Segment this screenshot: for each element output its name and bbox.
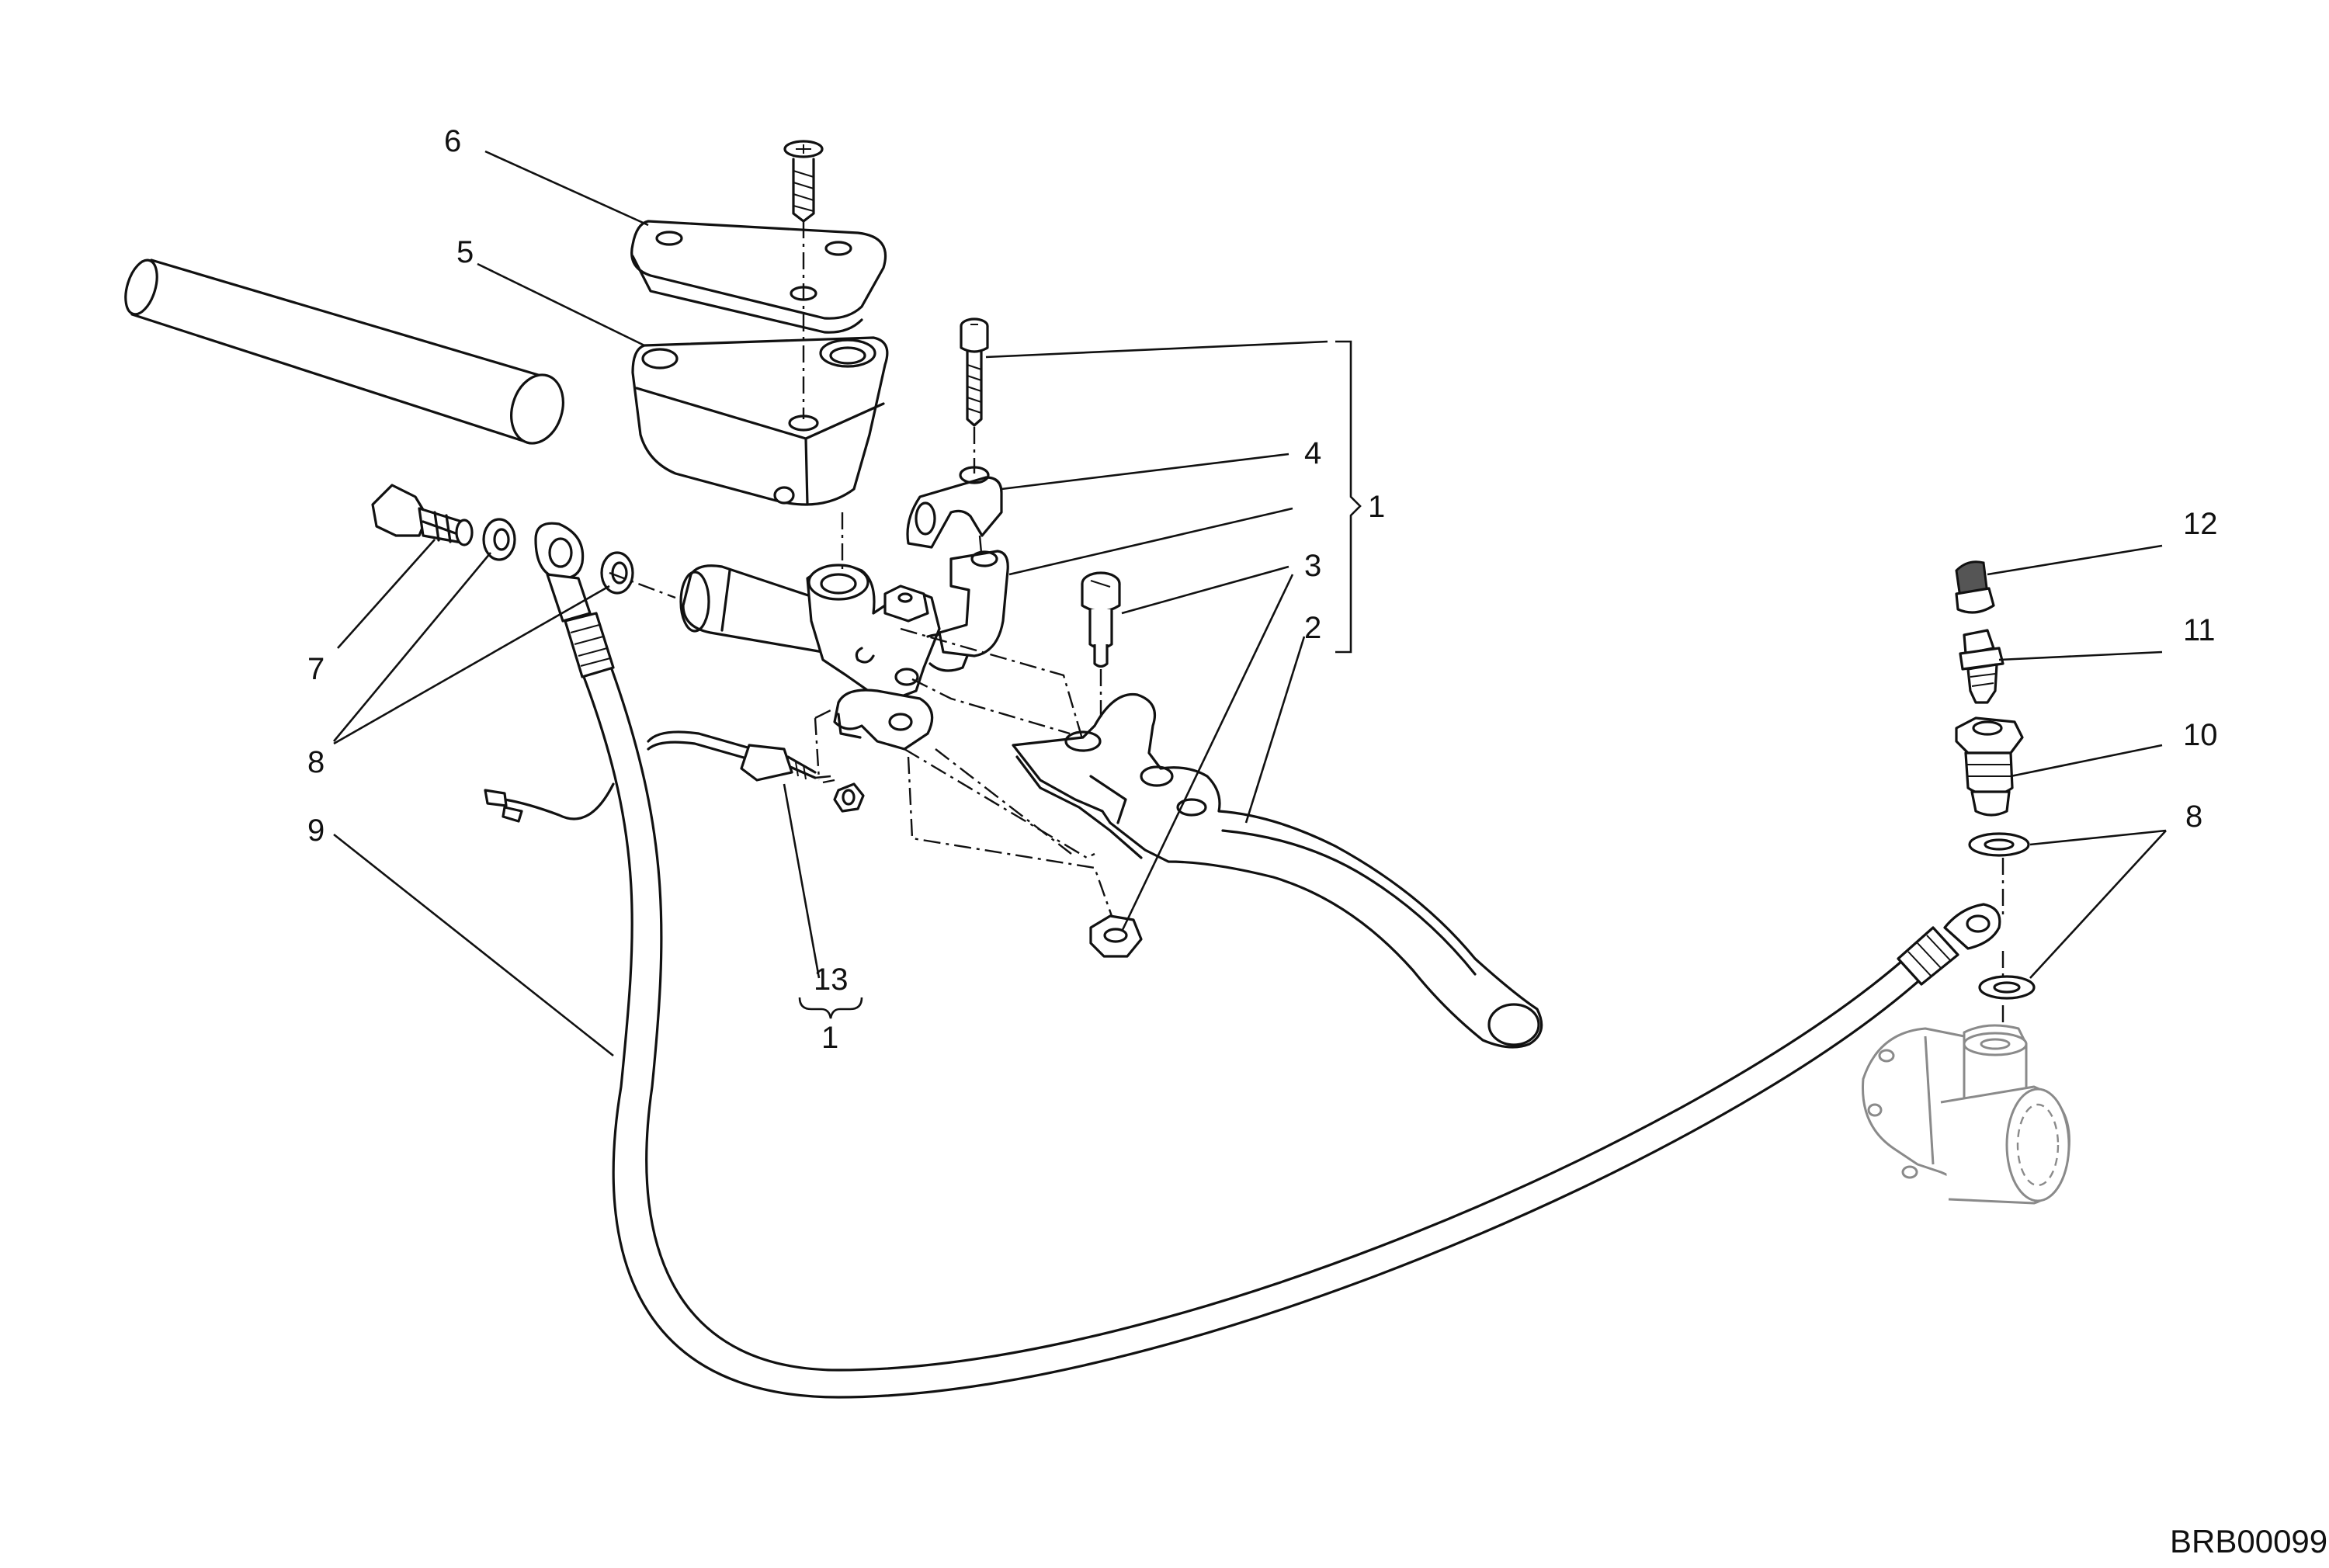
small-nut (833, 782, 865, 813)
lever-pivot-block (833, 689, 934, 751)
fluid-reservoir (631, 336, 889, 506)
drawing-code: BRB00099 (2170, 1523, 2327, 1559)
banjo-fitting (534, 522, 592, 623)
callout-2: 2 (1304, 611, 1321, 645)
leader-lines (333, 150, 2167, 1057)
clamp-cap (906, 466, 1003, 549)
callouts: 6 5 4 1 3 2 7 8 9 13 1 12 11 10 8 (307, 124, 2218, 1055)
callout-11: 11 (2183, 613, 2216, 647)
handlebar-tube (124, 258, 564, 445)
assembly-lines (609, 221, 2004, 1032)
callout-3: 3 (1304, 549, 1321, 583)
pivot-bolt (1081, 571, 1121, 668)
reservoir-cover (630, 220, 887, 334)
pivot-nut (1089, 914, 1143, 958)
callout-5: 5 (456, 235, 474, 269)
callout-9: 9 (307, 813, 325, 848)
callout-8-left: 8 (307, 745, 325, 779)
callout-7: 7 (307, 652, 325, 686)
clamp-bracket (938, 550, 1009, 657)
callout-13: 13 (814, 963, 849, 997)
clamp-screw (960, 317, 989, 427)
clutch-switch-wire (484, 730, 817, 823)
bleed-cap (1955, 560, 1995, 614)
callout-12: 12 (2183, 507, 2218, 541)
bleed-valve (1959, 629, 2004, 704)
callout-1-bracket: 1 (1368, 490, 1385, 524)
callout-4: 4 (1304, 436, 1321, 470)
banjo-bolt (371, 484, 474, 546)
callout-10: 10 (2183, 718, 2218, 752)
callout-6: 6 (444, 124, 461, 158)
master-cylinder-body (679, 564, 972, 704)
washer-right-2 (1978, 975, 2036, 1000)
callout-8-right: 8 (2185, 800, 2202, 834)
clutch-hose (564, 612, 2001, 1399)
washer-right-1 (1968, 832, 2030, 857)
adapter-union (1955, 716, 2024, 817)
washer-left-1 (482, 518, 516, 561)
cover-screw (783, 140, 824, 223)
slave-cylinder-ghost (1862, 1024, 2070, 1205)
clutch-lever (1012, 692, 1543, 1049)
washer-left-2 (600, 551, 634, 595)
callout-1-group: 1 (821, 1021, 838, 1055)
